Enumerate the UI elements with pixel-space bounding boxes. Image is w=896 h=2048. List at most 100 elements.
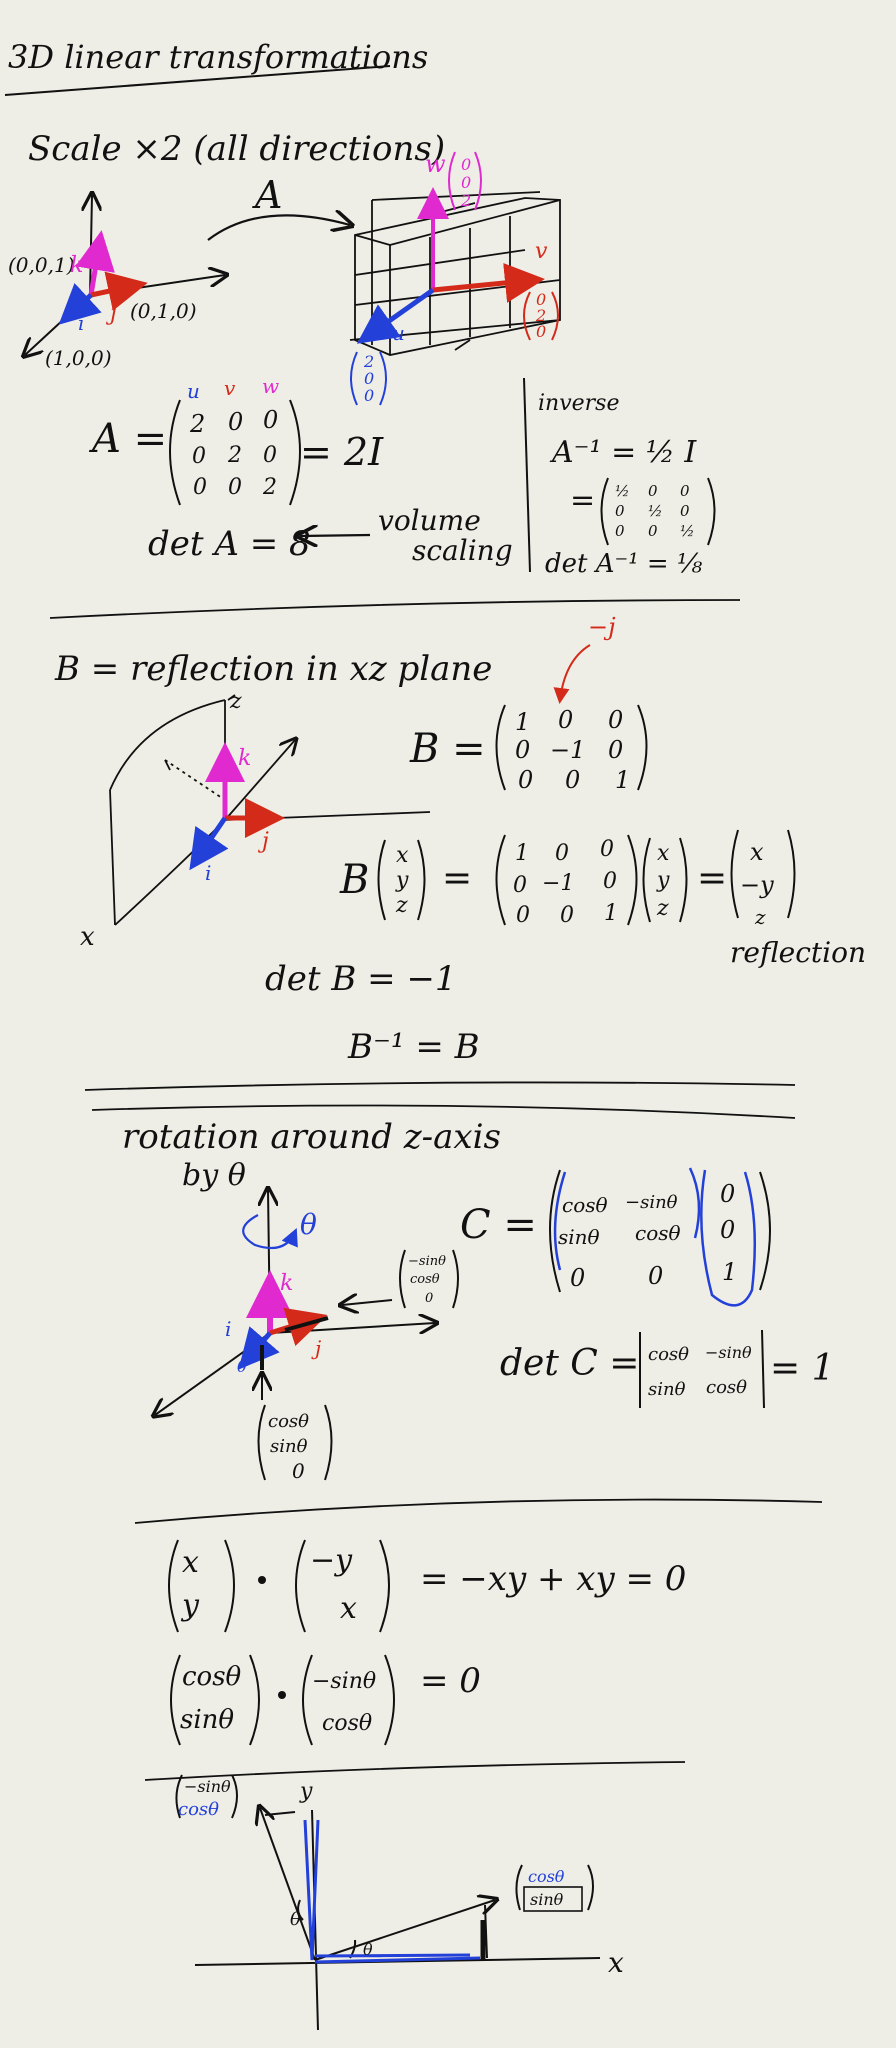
s3-C-paren-l bbox=[549, 1169, 561, 1293]
s1-v-vec-0: 0 bbox=[536, 290, 546, 309]
s1-w-vec-2: 2 bbox=[460, 191, 471, 210]
s3-det-m01: −sinθ bbox=[705, 1343, 752, 1362]
s3-C-col3-outline bbox=[700, 1169, 757, 1307]
title-underline bbox=[4, 65, 391, 96]
s2-det: det B = −1 bbox=[265, 959, 457, 999]
s3-rotation-arrow bbox=[242, 1214, 298, 1250]
s4-w2-0: −sinθ bbox=[312, 1669, 376, 1694]
s1-v-vec-1: 2 bbox=[535, 306, 546, 325]
s3-jrot-0: −sinθ bbox=[408, 1254, 446, 1269]
s2-B-eq: B = bbox=[409, 726, 486, 772]
s3-det-m11: cosθ bbox=[706, 1377, 747, 1398]
s2-B2-paren-r bbox=[627, 834, 638, 926]
s3-i-vector bbox=[238, 1326, 280, 1370]
s2-j-letter: j bbox=[257, 829, 269, 854]
s2-B2-m02: 0 bbox=[600, 837, 614, 862]
s2-x-label: x bbox=[80, 922, 95, 952]
s2-xyz-0: x bbox=[396, 843, 409, 868]
s3-C-col-divider bbox=[688, 1167, 701, 1239]
s1-map-label: A bbox=[252, 173, 282, 217]
s1-v-vector bbox=[432, 263, 545, 303]
s1-heading: Scale ×2 (all directions) bbox=[28, 129, 445, 169]
s1-Ainv-m01: 0 bbox=[648, 482, 658, 500]
s2-B-m22: 1 bbox=[615, 766, 630, 794]
s2-xyz-2: z bbox=[395, 893, 408, 918]
s2-B2-m01: 0 bbox=[555, 841, 569, 866]
s2-eq-2: = bbox=[697, 858, 727, 899]
section-divider-3 bbox=[134, 1498, 823, 1524]
s2-plane bbox=[109, 694, 431, 926]
s2-B2-m11: −1 bbox=[542, 871, 574, 896]
s2-B-m10: 0 bbox=[515, 736, 530, 764]
s1-A-paren-l bbox=[169, 399, 181, 506]
s4-theta-2: θ bbox=[363, 1940, 373, 1959]
s1-Ainv-m20: 0 bbox=[615, 522, 625, 540]
s2-B-m00: 1 bbox=[515, 708, 530, 736]
s2-xyz-paren-r bbox=[417, 839, 426, 921]
section-divider-4 bbox=[144, 1761, 686, 1781]
s2-B2-m00: 1 bbox=[515, 841, 529, 866]
s1-k-label: (0,0,1) bbox=[8, 253, 75, 277]
s1-u-vector bbox=[356, 287, 435, 344]
s2-res-0: x bbox=[750, 838, 764, 866]
s1-Ainv-m11: ½ bbox=[648, 502, 663, 520]
s3-C-m02: 0 bbox=[720, 1180, 735, 1208]
s1-A-m21: 0 bbox=[228, 475, 242, 500]
s4-v1-paren-r bbox=[224, 1539, 235, 1633]
s1-A-m20: 0 bbox=[193, 475, 207, 500]
s2-xyz2-1: y bbox=[656, 868, 670, 893]
s4-w2-paren-r bbox=[384, 1654, 395, 1746]
s2-minus-j-arrow bbox=[553, 644, 591, 704]
s1-A-m00: 2 bbox=[189, 410, 205, 438]
s2-B-m02: 0 bbox=[608, 706, 623, 734]
s1-det-arrow bbox=[300, 535, 371, 536]
s1-A-m22: 2 bbox=[262, 475, 277, 500]
s3-jrot-arrow bbox=[342, 1300, 393, 1305]
s1-Ainv-m22: ½ bbox=[680, 522, 695, 540]
s2-B2-m10: 0 bbox=[513, 873, 527, 898]
s3-det: det C = bbox=[500, 1343, 639, 1384]
s4-right-vec-box bbox=[523, 1886, 583, 1912]
s1-Ainv-paren-r bbox=[707, 477, 716, 546]
s3-det-bar-r bbox=[761, 1329, 765, 1409]
s4-right-vec-paren-l bbox=[515, 1864, 523, 1911]
s1-map-arrow bbox=[207, 215, 350, 241]
s2-xyz-1: y bbox=[395, 868, 409, 893]
s1-A-m01: 0 bbox=[228, 408, 243, 436]
s1-A-m02: 0 bbox=[263, 406, 278, 434]
s1-v-vec-paren-r bbox=[551, 291, 559, 341]
s3-det-m00: cosθ bbox=[648, 1344, 689, 1365]
s2-B-m21: 0 bbox=[565, 766, 580, 794]
s2-xyz2-paren-r bbox=[679, 837, 688, 923]
s1-k-vector bbox=[75, 230, 115, 296]
s1-det-inv: det A⁻¹ = ⅛ bbox=[545, 549, 703, 579]
s4-eq1: = −xy + xy = 0 bbox=[420, 1559, 686, 1599]
s3-irot-1: sinθ bbox=[270, 1436, 308, 1457]
s1-volume: volume bbox=[378, 504, 481, 537]
s4-v1-1: y bbox=[180, 1588, 200, 1623]
s1-Ainv-m12: 0 bbox=[680, 502, 690, 520]
s1-j-letter: j bbox=[105, 301, 117, 326]
s1-i-vector bbox=[58, 282, 102, 325]
s1-j-vector bbox=[90, 271, 148, 311]
s2-B2-m22: 1 bbox=[604, 901, 618, 926]
s1-u-vec-0: 2 bbox=[363, 352, 374, 371]
s2-B-m11: −1 bbox=[550, 736, 585, 764]
s3-irot-2: 0 bbox=[292, 1459, 305, 1483]
s2-minus-j: −j bbox=[588, 613, 616, 641]
s4-w2-1: cosθ bbox=[322, 1711, 372, 1736]
s3-irot-paren-l bbox=[257, 1404, 266, 1481]
section-divider-2b bbox=[91, 1104, 796, 1119]
s2-res-1: −y bbox=[740, 871, 774, 899]
s2-i-letter: i bbox=[205, 861, 211, 885]
s2-z-label: z bbox=[229, 689, 242, 714]
s1-v-vec-2: 0 bbox=[536, 322, 546, 341]
s1-inverse-label: inverse bbox=[538, 391, 619, 416]
s1-w-vec-0: 0 bbox=[461, 155, 471, 174]
s1-A-m12: 0 bbox=[263, 443, 277, 468]
s3-C-m00: cosθ bbox=[562, 1193, 608, 1217]
s3-jrot-paren-r bbox=[452, 1249, 459, 1309]
s3-C-m01: −sinθ bbox=[625, 1192, 678, 1213]
